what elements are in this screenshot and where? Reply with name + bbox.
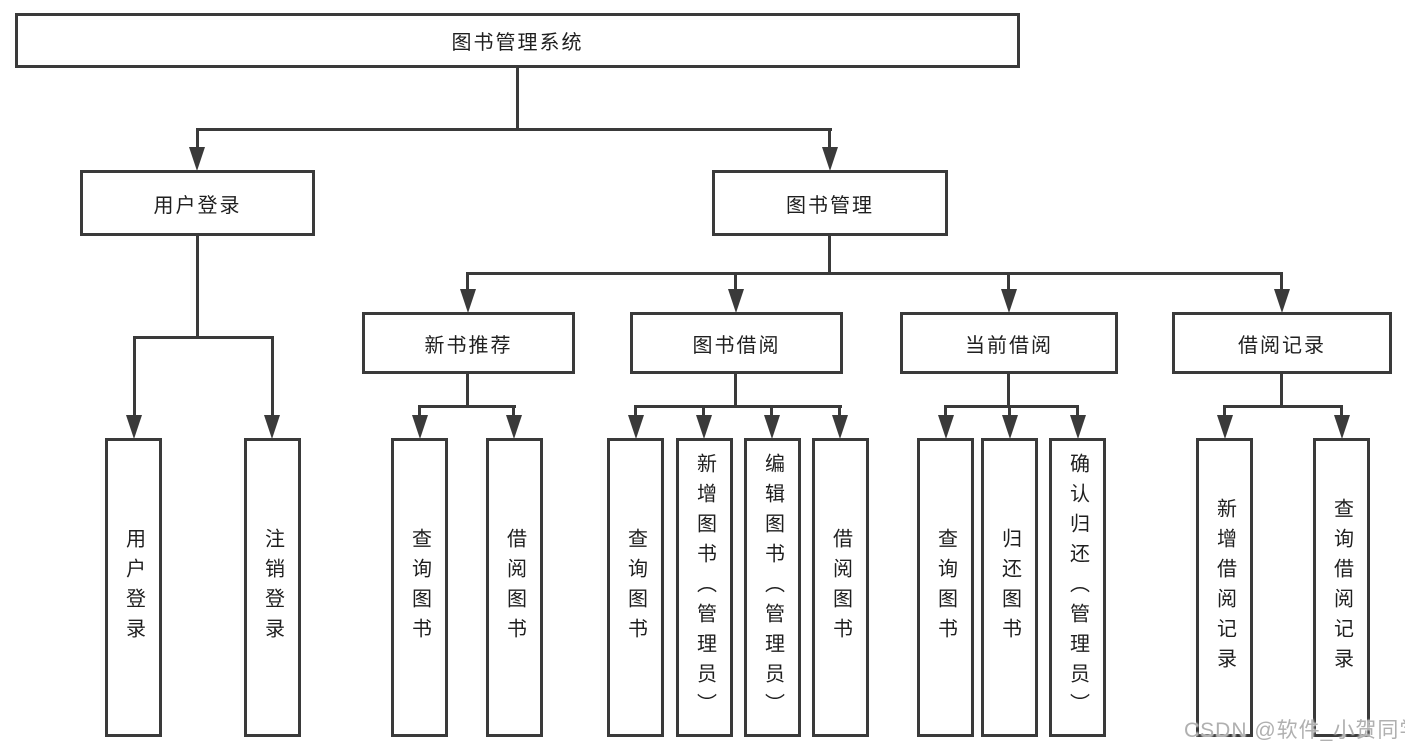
connector-line — [512, 405, 515, 417]
connector-line — [1280, 373, 1283, 408]
node-label: 用户登录 — [153, 194, 242, 217]
leaf-label: 注销登录 — [261, 527, 284, 648]
arrow-down-icon — [1334, 415, 1350, 439]
connector-line — [1007, 272, 1010, 292]
connector-line — [466, 272, 469, 292]
arrow-down-icon — [189, 147, 205, 171]
watermark: CSDN @软件_小贺同学 — [1184, 719, 1405, 742]
connector-line — [770, 405, 773, 417]
node-label: 图书管理 — [786, 194, 874, 217]
leaf-label: 编辑图书（管理员） — [761, 452, 784, 723]
arrow-down-icon — [938, 415, 954, 439]
arrow-down-icon — [460, 289, 476, 313]
leaf-confirm-return-admin: 确认归还（管理员） — [1049, 438, 1106, 737]
leaf-query-books-borrowing: 查询图书 — [607, 438, 664, 737]
connector-line — [1076, 405, 1079, 417]
connector-line — [418, 405, 421, 417]
arrow-down-icon — [764, 415, 780, 439]
leaf-label: 查询借阅记录 — [1330, 497, 1353, 678]
leaf-label: 查询图书 — [408, 527, 431, 648]
connector-line — [828, 235, 831, 274]
leaf-label: 新增借阅记录 — [1213, 497, 1236, 678]
leaf-label: 查询图书 — [624, 527, 647, 648]
arrow-down-icon — [696, 415, 712, 439]
leaf-label: 确认归还（管理员） — [1066, 452, 1089, 723]
arrow-down-icon — [832, 415, 848, 439]
node-book-borrowing: 图书借阅 — [630, 312, 843, 374]
leaf-user-login: 用户登录 — [105, 438, 162, 737]
connector-line — [1223, 405, 1343, 408]
connector-line — [1007, 373, 1010, 408]
leaf-add-borrow-record: 新增借阅记录 — [1196, 438, 1253, 737]
connector-line — [1223, 405, 1226, 417]
leaf-query-books-current: 查询图书 — [917, 438, 974, 737]
node-root: 图书管理系统 — [15, 13, 1020, 68]
leaf-edit-books-admin: 编辑图书（管理员） — [744, 438, 801, 737]
node-label: 图书管理系统 — [451, 32, 584, 54]
arrow-down-icon — [822, 147, 838, 171]
connector-line — [196, 128, 199, 150]
arrow-down-icon — [1002, 415, 1018, 439]
arrow-down-icon — [1070, 415, 1086, 439]
arrow-down-icon — [506, 415, 522, 439]
node-user-login: 用户登录 — [80, 170, 315, 236]
leaf-query-borrow-record: 查询借阅记录 — [1313, 438, 1370, 737]
arrow-down-icon — [126, 415, 142, 439]
connector-line — [418, 405, 516, 408]
node-current-borrowing: 当前借阅 — [900, 312, 1118, 374]
leaf-label: 归还图书 — [998, 527, 1021, 648]
node-label: 新书推荐 — [424, 334, 513, 357]
connector-line — [133, 336, 274, 339]
connector-line — [838, 405, 841, 417]
leaf-label: 用户登录 — [122, 527, 145, 648]
leaf-label: 查询图书 — [934, 527, 957, 648]
connector-line — [196, 235, 199, 338]
connector-line — [828, 128, 831, 150]
connector-line — [634, 405, 842, 408]
arrow-down-icon — [728, 289, 744, 313]
arrow-down-icon — [1001, 289, 1017, 313]
leaf-logout: 注销登录 — [244, 438, 301, 737]
connector-line — [734, 373, 737, 408]
leaf-return-books: 归还图书 — [981, 438, 1038, 737]
connector-line — [271, 336, 274, 416]
connector-line — [466, 373, 469, 408]
connector-line — [1340, 405, 1343, 417]
node-label: 图书借阅 — [692, 334, 781, 357]
connector-line — [1280, 272, 1283, 292]
connector-line — [944, 405, 1079, 408]
connector-line — [467, 272, 1283, 275]
leaf-borrow-books-recommend: 借阅图书 — [486, 438, 543, 737]
connector-line — [634, 405, 637, 417]
leaf-label: 借阅图书 — [503, 527, 526, 648]
leaf-add-books-admin: 新增图书（管理员） — [676, 438, 733, 737]
leaf-label: 新增图书（管理员） — [693, 452, 716, 723]
node-new-book-recommend: 新书推荐 — [362, 312, 575, 374]
connector-line — [516, 67, 519, 130]
node-label: 当前借阅 — [965, 334, 1053, 357]
arrow-down-icon — [412, 415, 428, 439]
connector-line — [133, 336, 136, 416]
arrow-down-icon — [1274, 289, 1290, 313]
connector-line — [944, 405, 947, 417]
connector-line — [734, 272, 737, 292]
connector-line — [1008, 405, 1011, 417]
connector-line — [196, 128, 832, 131]
leaf-query-books-recommend: 查询图书 — [391, 438, 448, 737]
arrow-down-icon — [628, 415, 644, 439]
node-book-management: 图书管理 — [712, 170, 948, 236]
node-label: 借阅记录 — [1238, 334, 1326, 357]
leaf-label: 借阅图书 — [829, 527, 852, 648]
connector-line — [702, 405, 705, 417]
arrow-down-icon — [1217, 415, 1233, 439]
node-borrowing-records: 借阅记录 — [1172, 312, 1392, 374]
arrow-down-icon — [264, 415, 280, 439]
leaf-borrow-books-borrowing: 借阅图书 — [812, 438, 869, 737]
